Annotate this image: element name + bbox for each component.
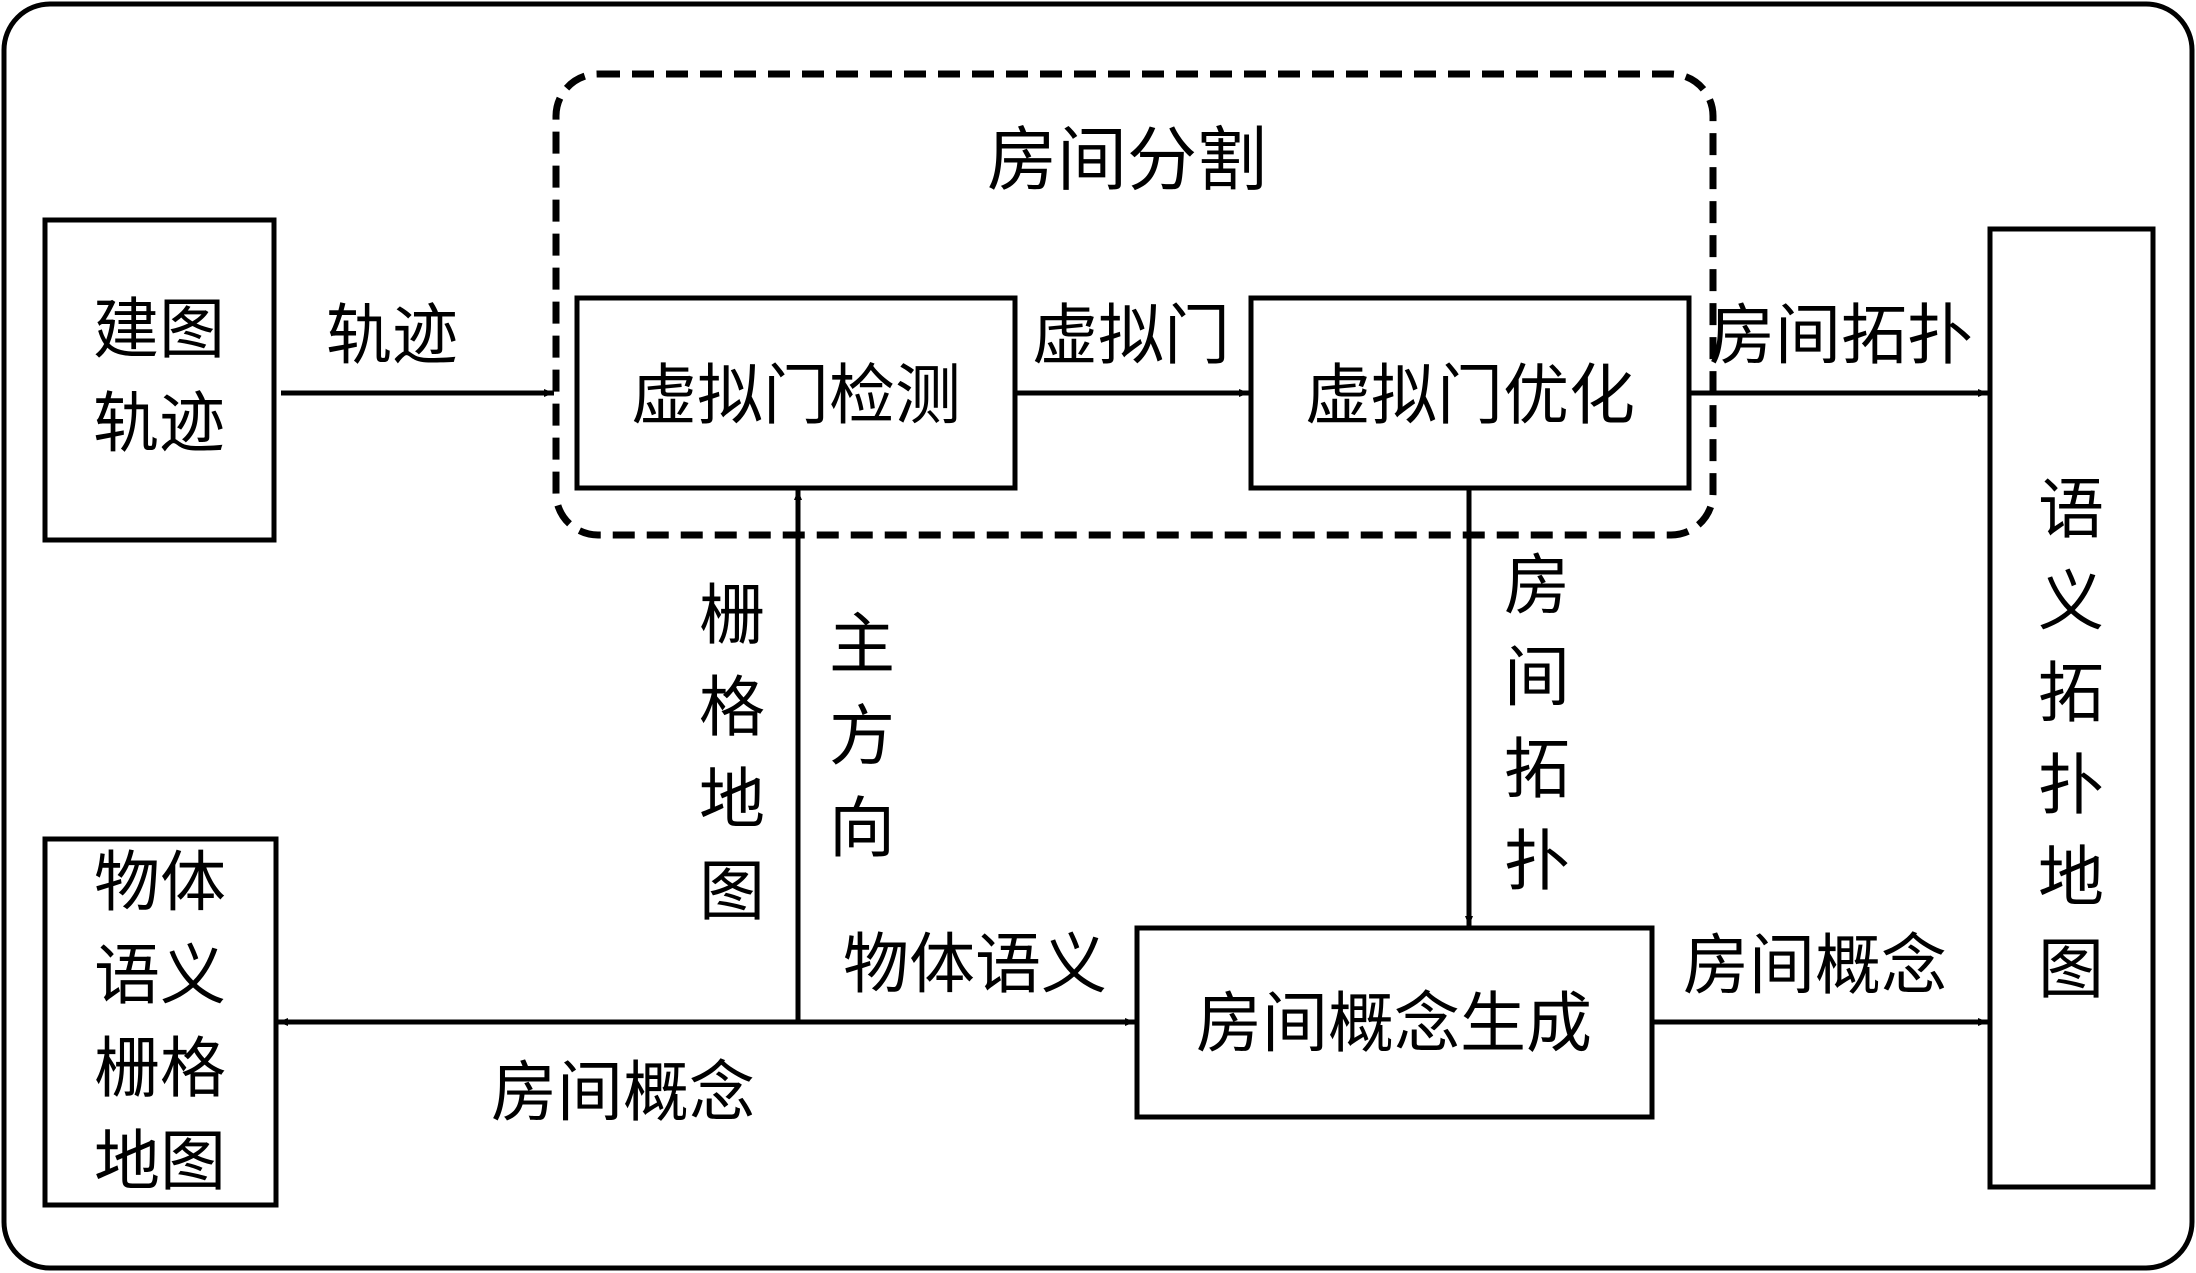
node-room-concept-generation: 房间概念生成	[1134, 925, 1655, 1120]
node-virtual-door-optimization-label: 虚拟门优化	[1305, 357, 1635, 434]
node-semantic-topology-map-char-2: 义	[2038, 563, 2104, 640]
room-segmentation-group	[552, 70, 1717, 539]
edge-label-room-concept-right: 房间概念	[1683, 927, 1947, 1004]
room-segmentation-title: 房间分割	[987, 119, 1267, 201]
node-object-semantic-grid-map-line3: 栅格	[94, 1030, 226, 1107]
edge-label-room-topology-top: 房间拓扑	[1709, 297, 1973, 374]
node-mapping-trajectory-line1: 建图	[93, 291, 225, 368]
edge-label-main-direction-char-3: 向	[829, 790, 895, 867]
node-object-semantic-grid-map-line4: 地图	[94, 1123, 226, 1200]
edge-label-virtual-door: 虚拟门	[1032, 297, 1230, 374]
node-virtual-door-detection: 虚拟门检测	[574, 295, 1018, 491]
node-semantic-topology-map-char-6: 图	[2038, 931, 2104, 1008]
node-semantic-topology-map: 语 义 拓 扑 地 图	[1987, 226, 2156, 1190]
edge-label-grid-map-char-3: 地	[699, 761, 765, 838]
node-semantic-topology-map-char-4: 扑	[2038, 747, 2104, 824]
node-object-semantic-grid-map-line2: 语义	[94, 937, 226, 1014]
edge-label-room-topology-vertical-char-2: 间	[1504, 639, 1570, 716]
edge-label-grid-map-char-2: 格	[699, 669, 765, 746]
node-virtual-door-optimization: 虚拟门优化	[1248, 295, 1692, 491]
node-semantic-topology-map-char-1: 语	[2038, 471, 2104, 548]
edge-label-object-semantics: 物体语义	[843, 926, 1107, 1003]
edge-label-grid-map-char-4: 图	[699, 853, 765, 930]
node-object-semantic-grid-map-line1: 物体	[94, 844, 226, 921]
edge-label-room-topology-vertical-char-4: 扑	[1504, 823, 1570, 900]
edge-label-grid-map: 栅 格 地 图	[699, 577, 765, 930]
edge-label-main-direction-char-2: 方	[829, 698, 895, 775]
node-object-semantic-grid-map: 物体 语义 栅格 地图	[42, 836, 279, 1208]
edge-label-grid-map-char-1: 栅	[699, 577, 765, 654]
node-mapping-trajectory: 建图 轨迹	[42, 217, 277, 543]
edge-label-trajectory: 轨迹	[326, 297, 458, 374]
edge-label-main-direction-char-1: 主	[829, 606, 895, 683]
node-semantic-topology-map-char-3: 拓	[2038, 655, 2104, 732]
node-virtual-door-detection-label: 虚拟门检测	[631, 357, 961, 434]
edge-label-room-topology-vertical-char-3: 拓	[1504, 731, 1570, 808]
edge-label-room-topology-vertical-char-1: 房	[1504, 547, 1570, 624]
edge-label-room-concept-left: 房间概念	[491, 1054, 755, 1131]
edge-label-main-direction: 主 方 向	[829, 606, 895, 867]
node-semantic-topology-map-char-5: 地	[2038, 839, 2104, 916]
edge-label-room-topology-vertical: 房 间 拓 扑	[1504, 547, 1570, 900]
node-room-concept-generation-label: 房间概念生成	[1196, 985, 1592, 1062]
node-mapping-trajectory-line2: 轨迹	[93, 385, 225, 462]
